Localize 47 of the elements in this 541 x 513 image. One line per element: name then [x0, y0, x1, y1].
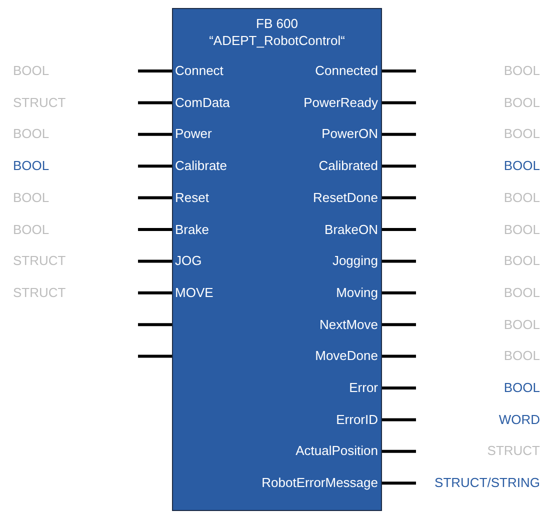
data-type-label: STRUCT	[13, 253, 66, 270]
data-type-label: BOOL	[504, 222, 540, 238]
pin-name: Connect	[175, 63, 224, 79]
data-type-label: BOOL	[504, 348, 540, 364]
data-type-label: BOOL	[13, 63, 50, 79]
pin-name: PowerON	[322, 126, 378, 142]
block-name: “ADEPT_RobotControl“	[209, 32, 345, 49]
pin-name: ResetDone	[312, 190, 378, 206]
pin-name: Jogging	[332, 253, 378, 270]
pin-name: Connected	[315, 63, 378, 79]
pin-name: RobotErrorMessage	[262, 475, 378, 492]
pin-name: MOVE	[175, 284, 214, 301]
pin-name: Brake	[175, 222, 209, 238]
pin-name: Moving	[336, 284, 378, 301]
pin-name: Power	[175, 126, 212, 142]
data-type-label: BOOL	[504, 284, 540, 301]
data-type-label: BOOL	[13, 190, 50, 206]
data-type-label: WORD	[498, 412, 540, 428]
data-type-label: BOOL	[504, 158, 540, 174]
pin-name: Calibrate	[175, 158, 228, 174]
pin-name: MoveDone	[315, 348, 378, 364]
block-number: FB 600	[256, 15, 298, 32]
data-type-label: BOOL	[13, 222, 50, 238]
data-type-label: BOOL	[504, 94, 540, 111]
pin-name: ErrorID	[336, 412, 378, 428]
pin-name: Reset	[175, 190, 209, 206]
data-type-label: BOOL	[504, 380, 540, 396]
pin-name: ActualPosition	[296, 443, 378, 460]
data-type-label: STRUCT	[487, 443, 540, 460]
data-type-label: BOOL	[13, 158, 50, 174]
data-type-label: BOOL	[504, 253, 540, 270]
data-type-label: BOOL	[504, 190, 540, 206]
pin-name: BrakeON	[324, 222, 378, 238]
pin-name: ComData	[175, 94, 230, 111]
data-type-label: STRUCT	[13, 94, 66, 111]
pin-name: JOG	[175, 253, 202, 270]
function-block	[172, 8, 382, 511]
pin-name: Calibrated	[318, 158, 378, 174]
data-type-label: BOOL	[13, 126, 50, 142]
data-type-label: BOOL	[504, 63, 540, 79]
pin-name: PowerReady	[304, 94, 378, 111]
data-type-label: STRUCT/STRING	[434, 475, 540, 492]
data-type-label: STRUCT	[13, 284, 66, 301]
data-type-label: BOOL	[504, 126, 540, 142]
pin-name: Error	[349, 380, 378, 396]
data-type-label: BOOL	[504, 316, 540, 333]
pin-name: NextMove	[319, 316, 378, 333]
